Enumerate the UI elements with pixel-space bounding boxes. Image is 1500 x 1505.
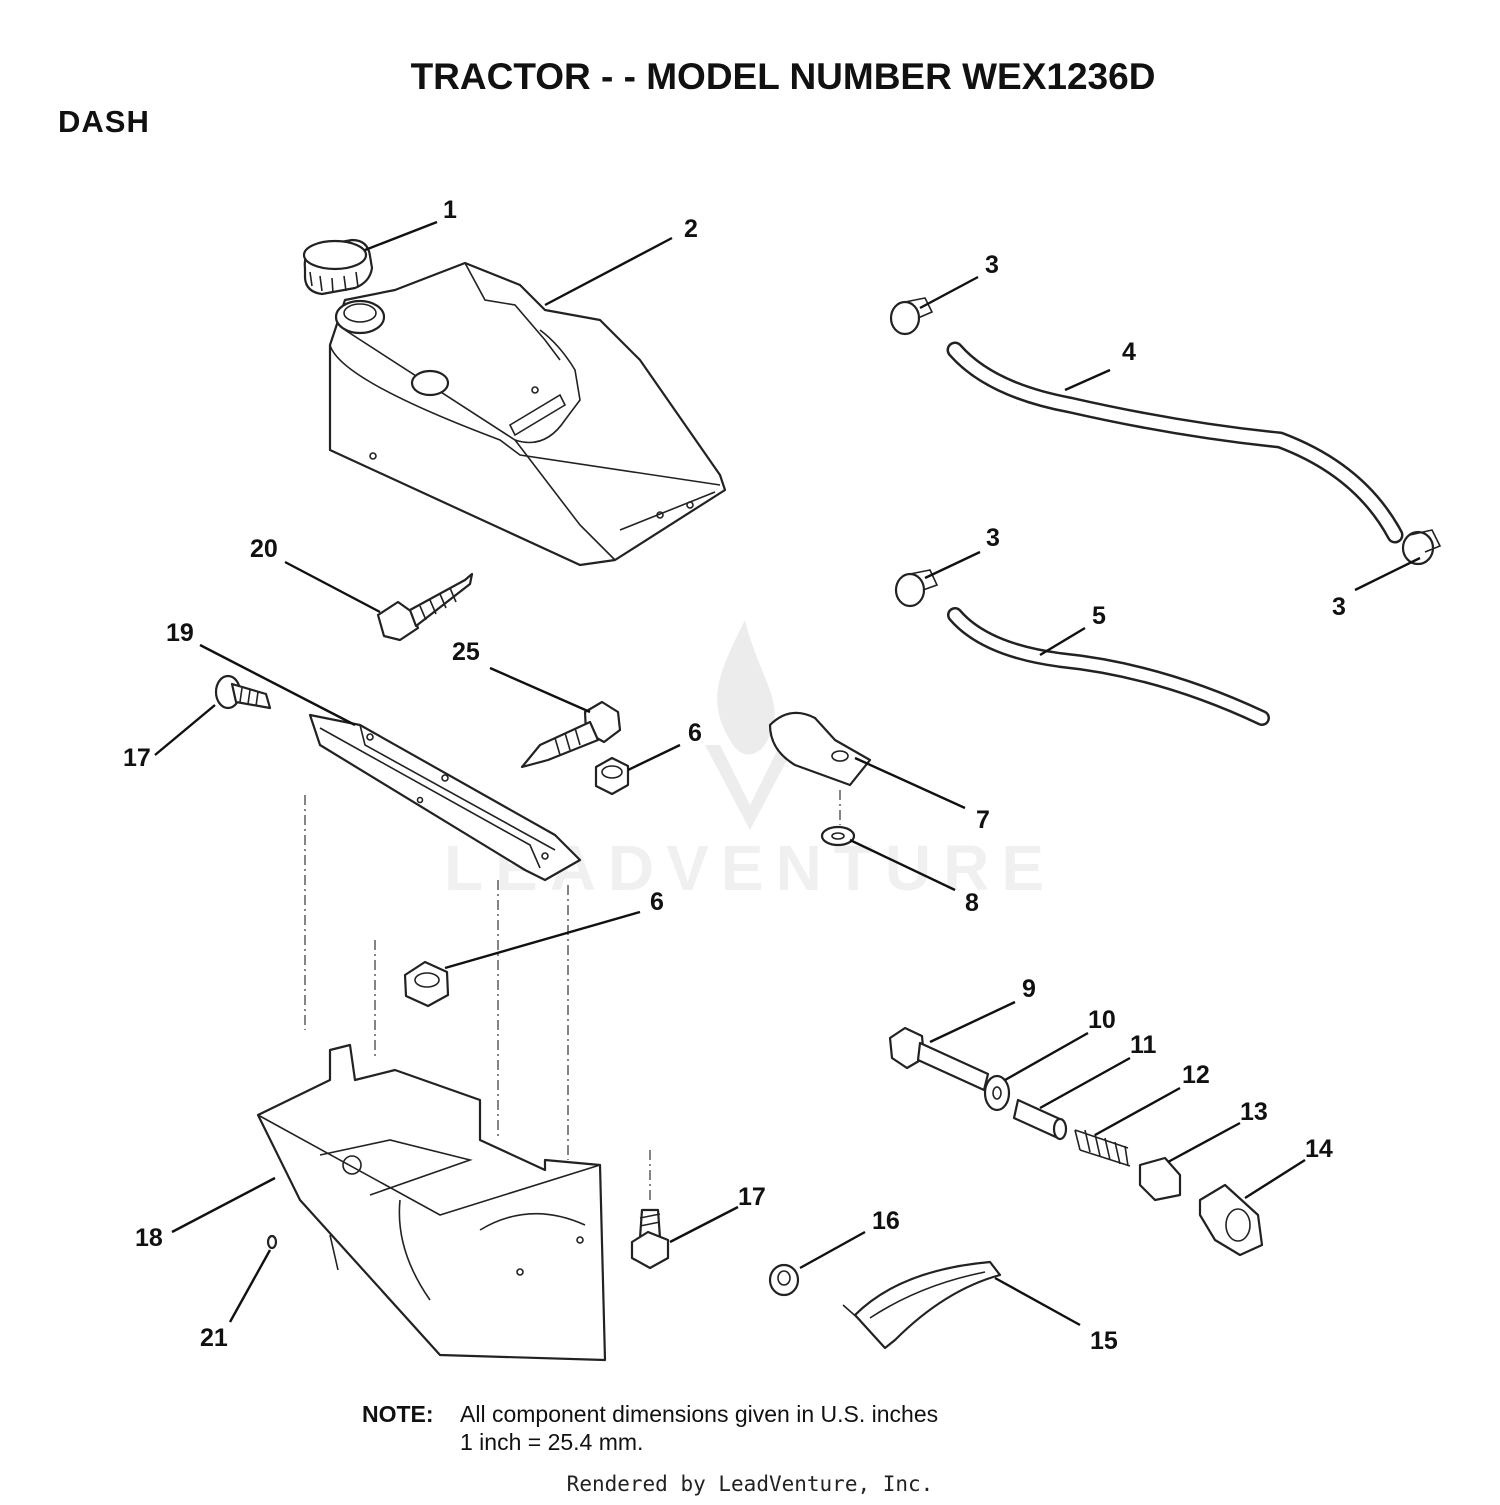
assembly-centerlines (304, 790, 841, 1200)
callout-20: 20 (250, 535, 278, 563)
callout-10: 10 (1088, 1006, 1116, 1034)
callout-12: 12 (1182, 1061, 1210, 1089)
part-washer-10 (983, 1074, 1011, 1112)
page-title: TRACTOR - - MODEL NUMBER WEX1236D (410, 56, 1156, 97)
callout-8: 8 (965, 889, 979, 917)
part-dash-bracket (308, 713, 582, 882)
callout-3-middle: 3 (986, 524, 1000, 552)
callout-18: 18 (135, 1224, 163, 1252)
callout-17-lower: 17 (738, 1183, 766, 1211)
part-fuel-cap (302, 238, 374, 296)
part-bracket-14 (1198, 1183, 1264, 1257)
part-bolt-25 (520, 700, 622, 769)
callout-3-top: 3 (985, 251, 999, 279)
note-line-2: 1 inch = 25.4 mm. (460, 1429, 644, 1455)
callout-2: 2 (684, 215, 698, 243)
callout-6-lower: 6 (650, 888, 664, 916)
render-credit-footer: Rendered by LeadVenture, Inc. (566, 1472, 934, 1496)
part-washer-8 (820, 825, 856, 847)
dimension-note: NOTE: All component dimensions given in U… (362, 1400, 938, 1456)
note-label: NOTE: (362, 1401, 434, 1427)
part-fuel-line-short (947, 607, 1270, 726)
part-bolt-17-upper (214, 674, 272, 710)
callout-7: 7 (976, 806, 990, 834)
part-clip-13 (1138, 1156, 1182, 1202)
section-title: DASH (58, 104, 150, 139)
callout-13: 13 (1240, 1098, 1268, 1126)
callout-9: 9 (1022, 975, 1036, 1003)
part-spacer-11 (1012, 1098, 1068, 1141)
part-nut-6-lower (403, 960, 450, 1008)
part-pin-21 (266, 1234, 278, 1250)
callout-6-upper: 6 (688, 719, 702, 747)
callout-21: 21 (200, 1324, 228, 1352)
part-dash-panel (256, 1043, 607, 1362)
callout-17-upper: 17 (123, 744, 151, 772)
callout-25: 25 (452, 638, 480, 666)
callout-16: 16 (872, 1207, 900, 1235)
part-hose-clamp-middle (894, 569, 939, 608)
part-line-clip (768, 711, 872, 787)
callout-3-right: 3 (1332, 593, 1346, 621)
part-nut-16 (768, 1263, 800, 1297)
callout-numbers: 1 2 3 4 3 3 5 20 19 25 17 6 7 8 6 9 10 1… (123, 196, 1346, 1355)
note-body: All component dimensions given in U.S. i… (460, 1400, 938, 1456)
callout-1: 1 (443, 196, 457, 224)
part-hose-clamp-top (889, 297, 934, 336)
callout-4: 4 (1122, 338, 1136, 366)
part-nut-6-upper (594, 756, 630, 796)
callout-14: 14 (1305, 1135, 1333, 1163)
part-hose-clamp-right (1401, 529, 1442, 566)
part-throttle-quadrant (842, 1260, 1002, 1350)
part-screw-20 (376, 572, 474, 642)
part-fuel-tank (328, 261, 727, 567)
callout-11: 11 (1130, 1031, 1157, 1059)
part-fuel-line-long (946, 341, 1404, 544)
part-bolt-9 (888, 1026, 990, 1092)
callout-5: 5 (1092, 602, 1106, 630)
part-spring-12 (1074, 1129, 1131, 1167)
leader-lines (154, 220, 1421, 1327)
callout-15: 15 (1090, 1327, 1118, 1355)
part-bolt-17-lower (630, 1208, 670, 1270)
leadventure-logo-watermark (705, 620, 795, 830)
callout-19: 19 (166, 619, 194, 647)
note-line-1: All component dimensions given in U.S. i… (460, 1401, 939, 1427)
